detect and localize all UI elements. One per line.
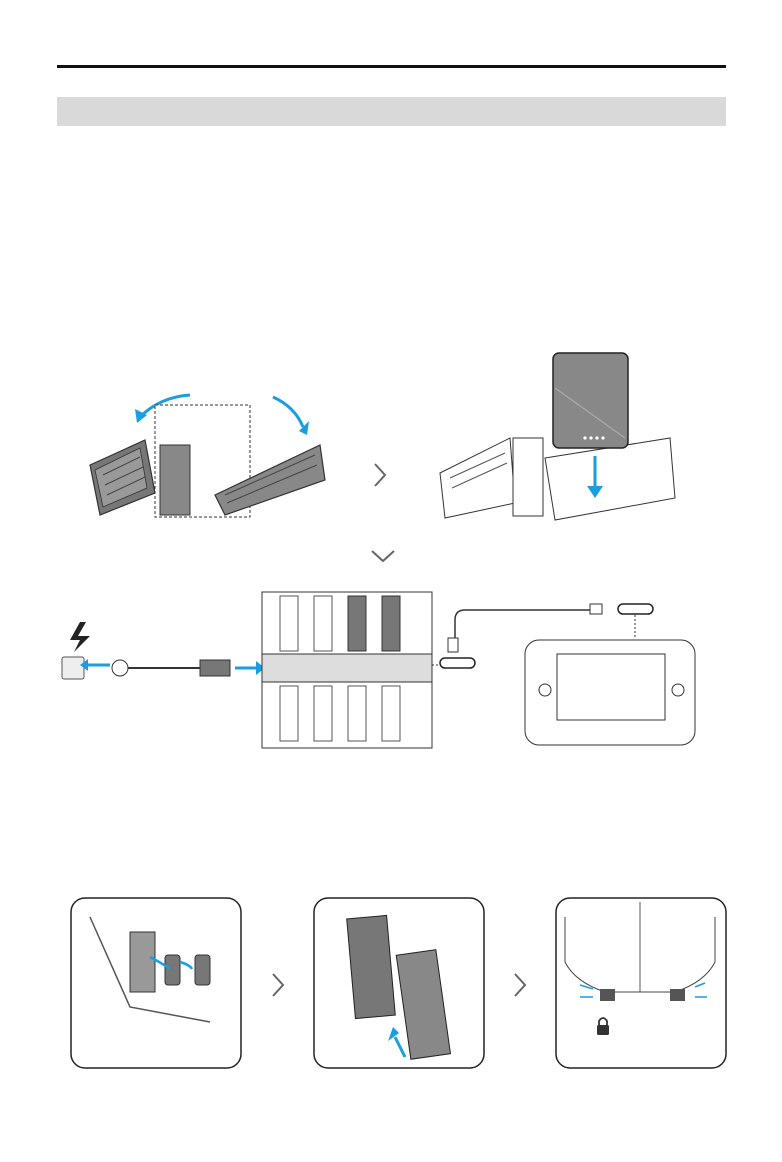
power-connection-figure xyxy=(60,590,710,755)
power-outlet-icon xyxy=(62,657,84,679)
battery-icon xyxy=(553,353,628,448)
insert-batteries-drone-figure xyxy=(313,897,485,1069)
remove-port-covers-figure xyxy=(70,897,242,1069)
section-heading-bar xyxy=(57,97,726,126)
chevron-right-icon xyxy=(270,972,286,998)
lightning-icon xyxy=(70,622,90,652)
usb-c-port-icon xyxy=(618,604,653,614)
top-rule xyxy=(57,65,726,68)
usb-c-port-icon xyxy=(440,658,475,668)
charging-hub-fold-figure xyxy=(85,385,330,525)
chevron-down-icon xyxy=(370,548,396,564)
rotate-right-arrow-icon xyxy=(273,397,303,427)
battery-insert-figure xyxy=(435,348,680,523)
chevron-right-icon xyxy=(512,972,528,998)
chevron-right-icon xyxy=(372,462,388,488)
battery-locked-figure xyxy=(555,897,727,1069)
